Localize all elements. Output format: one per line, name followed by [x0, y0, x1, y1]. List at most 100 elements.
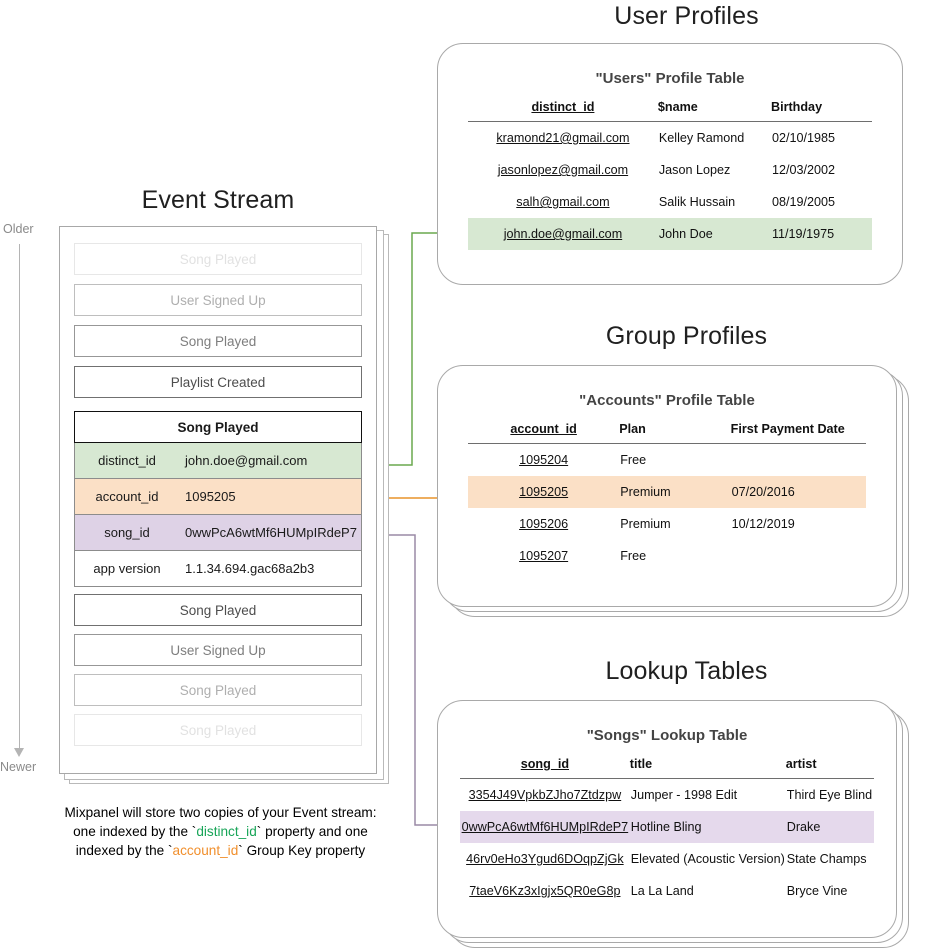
table-row[interactable]: 1095204 Free [468, 444, 866, 477]
event-item[interactable]: User Signed Up [74, 634, 362, 666]
table-cell: 07/20/2016 [730, 476, 866, 508]
user-profiles-card-group: "Users" Profile Table distinct_id $name Bi… [437, 43, 903, 285]
lookup-tables-card-group: "Songs" Lookup Table song_id title artist 3… [437, 700, 909, 950]
column-header: distinct_id [531, 100, 595, 114]
songs-lookup-card: "Songs" Lookup Table song_id title artist 3… [437, 700, 897, 938]
table-cell: Drake [785, 811, 874, 843]
caption-line2-post: ` property and one [256, 824, 368, 839]
table-cell: 1095204 [519, 453, 569, 467]
column-header: song_id [520, 757, 570, 771]
column-header: First Payment Date [730, 422, 845, 436]
table-cell: 7taeV6Kz3xIgjx5QR0eG8p [469, 884, 621, 898]
group-profiles-title: Group Profiles [605, 322, 768, 350]
column-header: Birthday [770, 100, 823, 114]
users-table-title: "Users" Profile Table [595, 70, 745, 87]
table-cell: Premium [619, 476, 731, 508]
table-row[interactable]: 1095207 Free [468, 540, 866, 572]
table-cell: 1095207 [519, 549, 569, 563]
lookup-tables-title: Lookup Tables [605, 657, 768, 685]
caption-line3-post: ` Group Key property [238, 843, 366, 858]
event-item-label: Song Played [179, 682, 257, 698]
table-cell: 3354J49VpkbZJho7Ztdzpw [468, 788, 622, 802]
table-row[interactable]: 3354J49VpkbZJho7Ztdzpw Jumper - 1998 Edit… [460, 779, 874, 812]
event-item-label: Playlist Created [170, 374, 266, 390]
songs-lookup-table: song_id title artist 3354J49VpkbZJho7Ztdzpw… [460, 757, 874, 907]
event-item-label: User Signed Up [170, 292, 266, 308]
event-property-value: 1.1.34.694.gac68a2b3 [185, 561, 315, 576]
event-item[interactable]: Song Played [74, 243, 362, 275]
event-stream-title: Event Stream [141, 186, 295, 214]
table-cell [731, 444, 866, 477]
caption-line2-pre: one indexed by the ` [73, 824, 197, 839]
table-cell: 11/19/1975 [770, 218, 872, 250]
column-header: $name [657, 100, 698, 114]
event-item[interactable]: Song Played [74, 714, 362, 746]
caption-account-id-key: account_id [172, 843, 239, 858]
event-item[interactable]: Song Played [74, 325, 362, 357]
event-item[interactable]: User Signed Up [74, 284, 362, 316]
event-property-key: song_id [104, 525, 150, 540]
table-cell: 10/12/2019 [731, 517, 795, 531]
accounts-table-title: "Accounts" Profile Table [579, 392, 755, 409]
event-item-label: User Signed Up [170, 642, 266, 658]
table-cell: Hotline Bling [629, 811, 786, 843]
table-header-row: song_id title artist [460, 757, 874, 779]
column-header: title [629, 757, 653, 771]
timeline-axis [19, 244, 20, 752]
user-profiles-title: User Profiles [614, 2, 759, 30]
table-cell: John Doe [657, 218, 771, 250]
event-item[interactable]: Song Played [74, 674, 362, 706]
table-cell: kramond21@gmail.com [496, 131, 630, 145]
event-property-value: 1095205 [185, 489, 236, 504]
timeline-arrow-icon [14, 748, 24, 757]
table-row[interactable]: 7taeV6Kz3xIgjx5QR0eG8p La La Land Bryce Vi… [460, 875, 874, 907]
event-item-label: Song Played [179, 602, 257, 618]
table-cell: jasonlopez@gmail.com [497, 163, 629, 177]
table-cell [731, 540, 866, 572]
column-header: account_id [510, 422, 577, 436]
table-cell: Bryce Vine [786, 884, 848, 898]
event-property-key: app version [93, 561, 161, 576]
event-property-key: distinct_id [98, 453, 156, 468]
caption-distinct-id-key: distinct_id [196, 824, 257, 839]
users-profile-table: distinct_id $name Birthday kramond21@gmail.… [468, 100, 872, 250]
event-property-value: 0wwPcA6wtMf6HUMpIRdeP7 [185, 525, 357, 540]
event-item-label: Song Played [179, 251, 257, 267]
table-cell: john.doe@gmail.com [468, 218, 658, 250]
column-header: artist [785, 757, 817, 771]
event-item[interactable]: Playlist Created [74, 366, 362, 398]
table-cell: Jumper - 1998 Edit [630, 788, 738, 802]
users-profile-card: "Users" Profile Table distinct_id $name Bi… [437, 43, 903, 285]
expanded-event-name: Song Played [74, 411, 362, 443]
table-cell: 0wwPcA6wtMf6HUMpIRdeP7 [460, 811, 630, 843]
event-property-key: account_id [95, 489, 159, 504]
songs-table-title: "Songs" Lookup Table [586, 727, 748, 744]
event-property-row: app version 1.1.34.694.gac68a2b3 [74, 551, 362, 587]
table-header-row: distinct_id $name Birthday [468, 100, 872, 122]
table-cell: La La Land [630, 884, 694, 898]
timeline-newer-label: Newer [0, 760, 37, 774]
event-property-row: song_id 0wwPcA6wtMf6HUMpIRdeP7 [74, 515, 362, 551]
table-cell: Free [620, 453, 647, 467]
table-cell: 02/10/1985 [771, 131, 836, 145]
table-cell: 46rv0eHo3Ygud6DOqpZjGk [466, 852, 624, 866]
event-item[interactable]: Song Played [74, 594, 362, 626]
table-cell: salh@gmail.com [516, 195, 610, 209]
table-cell: Free [620, 549, 647, 563]
caption-line1: Mixpanel will store two copies of your E… [64, 805, 377, 820]
